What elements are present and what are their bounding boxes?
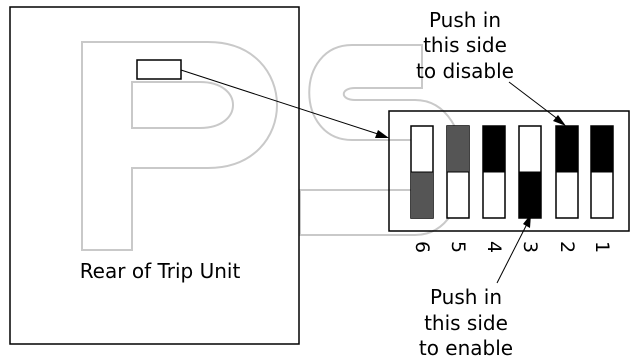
- switch-actuator: [411, 172, 433, 218]
- callout-enable-line2: this side: [424, 311, 508, 335]
- zoom-arrowhead: [375, 130, 389, 138]
- switch-number-label: 4: [483, 241, 505, 253]
- switch-number-label: 1: [591, 241, 613, 253]
- callout-disable-line3: to disable: [416, 59, 514, 83]
- zoom-arrow: [180, 69, 382, 136]
- callout-enable-arrowhead: [523, 214, 531, 228]
- switch-3: 3: [518, 125, 542, 253]
- switch-number-label: 6: [411, 241, 433, 253]
- dip-switch-row: 6 5 4 3 2 1: [410, 125, 614, 253]
- switch-number-label: 5: [447, 241, 469, 253]
- callout-disable: Push in this side to disable: [416, 8, 566, 126]
- callout-disable-arrowhead: [553, 115, 566, 126]
- switch-actuator: [519, 172, 541, 218]
- callout-enable-arrow: [496, 221, 529, 284]
- trip-unit-rear-panel: [9, 6, 300, 345]
- switch-actuator: [591, 126, 613, 172]
- watermark-logo: [81, 41, 465, 251]
- switch-1: 1: [590, 125, 614, 253]
- switch-actuator: [447, 126, 469, 172]
- switch-actuator: [483, 126, 505, 172]
- callout-disable-line2: this side: [423, 33, 507, 57]
- switch-2: 2: [555, 125, 579, 253]
- switch-actuator: [556, 126, 578, 172]
- switch-6: 6: [410, 125, 434, 253]
- switch-number-label: 3: [519, 241, 541, 253]
- rear-of-trip-unit-label: Rear of Trip Unit: [80, 259, 241, 283]
- callout-disable-arrow: [508, 81, 560, 121]
- dip-switch-block: [388, 110, 630, 232]
- switch-location-marker: [136, 59, 182, 80]
- callout-enable-line1: Push in: [430, 285, 502, 309]
- callout-enable: Push in this side to enable: [419, 214, 531, 360]
- switch-5: 5: [446, 125, 470, 253]
- switch-4: 4: [482, 125, 506, 253]
- callout-enable-line3: to enable: [419, 336, 513, 360]
- callout-disable-line1: Push in: [429, 8, 501, 32]
- switch-number-label: 2: [556, 241, 578, 253]
